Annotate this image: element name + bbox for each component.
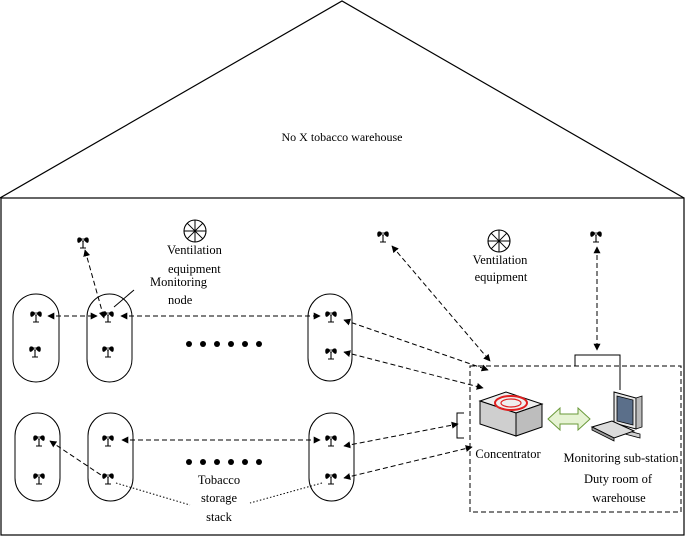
antenna-icon: [324, 347, 338, 360]
warehouse-roof: [0, 0, 685, 199]
antenna-icon: [76, 236, 90, 249]
wireless-links: [47, 245, 601, 480]
antenna-icon: [324, 434, 338, 447]
antenna-icon: [101, 310, 115, 323]
fan-icon: [183, 219, 207, 243]
antenna-icon: [32, 434, 46, 447]
duty-room-box: [469, 365, 682, 513]
stack-bottom-2: [87, 412, 134, 502]
stack-top-1: [12, 293, 60, 383]
ventilation-right-label: equipment: [475, 270, 528, 284]
antenna-icon: [376, 230, 390, 243]
substation-label: Monitoring sub-station: [564, 451, 680, 465]
warehouse-title: No X tobacco warehouse: [282, 130, 403, 144]
substation-bracket: [574, 354, 621, 390]
storage-stacks: [12, 293, 355, 502]
antenna-icon: [101, 345, 115, 358]
stack-top-3: [307, 293, 353, 382]
warehouse-walls: [0, 197, 685, 536]
antenna-icon: [32, 472, 46, 485]
tobacco-stack-label: stack: [206, 510, 232, 524]
concentrator-label: Concentrator: [475, 447, 541, 461]
monitoring-nodes: [28, 310, 338, 485]
concentrator-bracket: [456, 412, 464, 439]
antenna-icon: [101, 472, 115, 485]
antenna-icon: [589, 230, 603, 243]
antenna-icon: [101, 434, 115, 447]
ventilation-right-label: Ventilation: [473, 253, 529, 267]
monitoring-node-label: Monitoring: [150, 275, 208, 289]
computer-icon: [590, 391, 643, 442]
ventilation-left-label: equipment: [168, 262, 221, 276]
labels: Ventilation equipment Monitoring node Ve…: [150, 243, 679, 524]
antenna-icon: [28, 345, 42, 358]
stack-label-pointer: [115, 482, 191, 506]
monitoring-node-pointer: [113, 289, 135, 308]
stack-label-pointer: [249, 482, 323, 504]
antenna-icon: [324, 310, 338, 323]
ventilation-left-label: Ventilation: [167, 243, 223, 257]
tobacco-stack-label: storage: [201, 491, 238, 505]
monitoring-node-label: node: [168, 293, 193, 307]
stack-bottom-1: [14, 412, 61, 502]
duty-room-label: warehouse: [592, 491, 646, 505]
concentrator-icon: [478, 391, 544, 437]
duty-room-label: Duty room of: [584, 472, 653, 486]
fan-icon: [487, 229, 511, 253]
stack-bottom-3: [308, 412, 355, 502]
stack-top-2: [86, 293, 133, 383]
antenna-icon: [29, 310, 43, 323]
ellipsis-dots: [186, 341, 262, 465]
tobacco-stack-label: Tobacco: [198, 473, 240, 487]
antenna-icon: [324, 472, 338, 485]
double-arrow-icon: [547, 406, 591, 432]
